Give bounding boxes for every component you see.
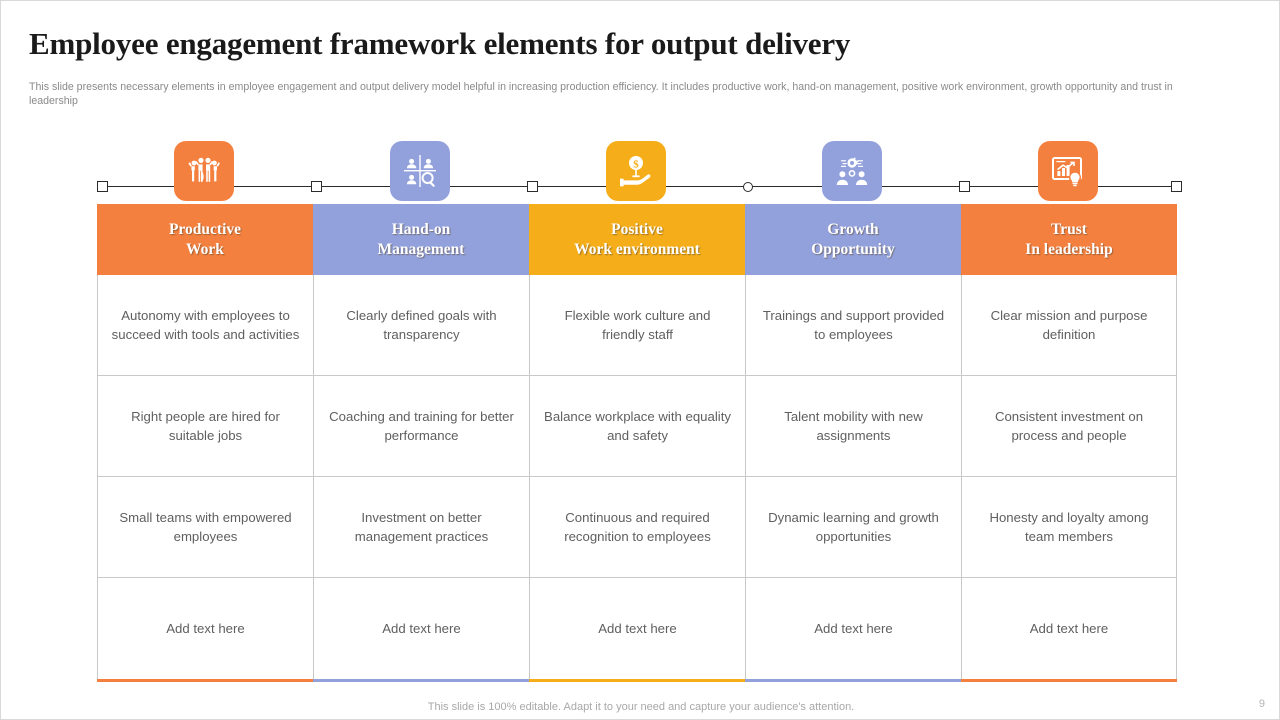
timeline-marker-3	[527, 181, 538, 192]
timeline-marker-6	[1171, 181, 1182, 192]
column-header-line2: Management	[377, 240, 465, 258]
content-cell[interactable]: Talent mobility with new assignments	[745, 376, 961, 477]
timeline-marker-4	[743, 182, 753, 192]
column-accent-bar	[97, 679, 313, 682]
page-number: 9	[1258, 698, 1265, 710]
content-cell[interactable]: Consistent investment on process and peo…	[961, 376, 1177, 477]
column-accent-bar	[961, 679, 1177, 682]
column-header-line1: Positive	[611, 220, 663, 238]
column-header-line1: Productive	[168, 220, 242, 238]
placeholder-cell[interactable]: Add text here	[313, 578, 529, 679]
column-header-line1: Hand-on	[391, 220, 451, 238]
column-accent-bar	[745, 679, 961, 682]
placeholder-cell[interactable]: Add text here	[745, 578, 961, 679]
timeline-marker-2	[311, 181, 322, 192]
gear-teamwork-icon	[822, 141, 882, 201]
svg-text:$: $	[633, 158, 639, 170]
team-celebration-icon	[174, 141, 234, 201]
content-cell[interactable]: Honesty and loyalty among team members	[961, 477, 1177, 578]
candidate-search-grid-icon	[390, 141, 450, 201]
content-cell[interactable]: Investment on better management practice…	[313, 477, 529, 578]
hand-holding-money-icon: $	[606, 141, 666, 201]
column-header-line2: Work	[186, 240, 224, 258]
content-cell[interactable]: Trainings and support provided to employ…	[745, 275, 961, 376]
growth-chart-idea-icon	[1038, 141, 1098, 201]
column-header-line1: Growth	[827, 220, 879, 238]
footer-note: This slide is 100% editable. Adapt it to…	[427, 701, 855, 713]
content-cell[interactable]: Autonomy with employees to succeed with …	[97, 275, 313, 376]
column-header-line2: Opportunity	[811, 240, 895, 258]
page-subtitle: This slide presents necessary elements i…	[29, 81, 1173, 108]
content-cell[interactable]: Small teams with empowered employees	[97, 477, 313, 578]
content-cell[interactable]: Clearly defined goals with transparency	[313, 275, 529, 376]
content-cell[interactable]: Right people are hired for suitable jobs	[97, 376, 313, 477]
page-title: Employee engagement framework elements f…	[29, 26, 851, 61]
timeline-marker-1	[97, 181, 108, 192]
column-accent-bar	[313, 679, 529, 682]
content-cell[interactable]: Clear mission and purpose definition	[961, 275, 1177, 376]
column-header-line2: Work environment	[574, 240, 700, 258]
placeholder-cell[interactable]: Add text here	[529, 578, 745, 679]
content-cell[interactable]: Coaching and training for better perform…	[313, 376, 529, 477]
column-header-line2: In leadership	[1025, 240, 1113, 258]
timeline: $	[97, 141, 1182, 203]
timeline-marker-5	[959, 181, 970, 192]
content-cell[interactable]: Balance workplace with equality and safe…	[529, 376, 745, 477]
column-header-line1: Trust	[1051, 220, 1087, 238]
content-cell[interactable]: Dynamic learning and growth opportunitie…	[745, 477, 961, 578]
content-cell[interactable]: Flexible work culture and friendly staff	[529, 275, 745, 376]
placeholder-cell[interactable]: Add text here	[97, 578, 313, 679]
column-accent-bar	[529, 679, 745, 682]
column-header: Trust In leadership	[961, 204, 1177, 275]
placeholder-cell[interactable]: Add text here	[961, 578, 1177, 679]
content-cell[interactable]: Continuous and required recognition to e…	[529, 477, 745, 578]
